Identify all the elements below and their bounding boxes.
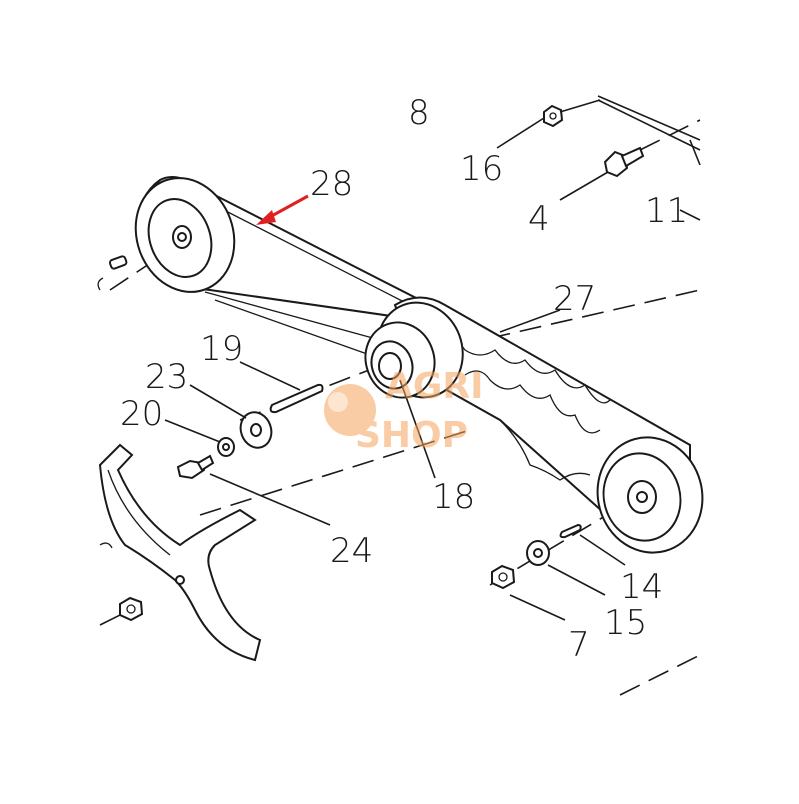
frame-edge (597, 95, 701, 166)
callout-7: 7 (568, 625, 590, 665)
callout-19: 19 (200, 329, 243, 369)
highlight-arrow-head (256, 210, 276, 225)
leader-line (559, 99, 601, 113)
belt-guide-bracket (98, 443, 262, 662)
callout-11: 11 (645, 191, 688, 231)
center-line (99, 609, 131, 626)
nut-16 (543, 104, 564, 128)
leader-line (209, 473, 331, 526)
middle-pulley-18 (364, 301, 464, 399)
leader-line (239, 361, 301, 391)
callout-16: 16 (460, 149, 503, 189)
callout-14: 14 (620, 567, 663, 607)
leader-line (559, 171, 609, 201)
callout-18: 18 (432, 477, 475, 517)
leader-lines (164, 99, 701, 621)
callout-24: 24 (330, 531, 373, 571)
callout-8: 8 (408, 93, 430, 133)
watermark-text-line1: AGRI (385, 366, 484, 407)
center-line (619, 654, 701, 696)
leader-line (499, 309, 561, 333)
watermark-text-line2: SHOP (355, 415, 468, 456)
center-line (199, 429, 471, 516)
washer-15 (526, 540, 550, 566)
leader-line (579, 534, 626, 566)
washer-23 (239, 411, 273, 449)
callout-20: 20 (120, 394, 163, 434)
nut-7 (491, 564, 516, 590)
right-pulley (596, 436, 704, 554)
callout-15: 15 (604, 603, 647, 643)
callout-4: 4 (528, 199, 550, 239)
left-pulley (97, 177, 236, 293)
nut-lower-left (119, 596, 144, 622)
leader-line (509, 594, 566, 621)
washer-20 (217, 437, 235, 457)
watermark: AGRI SHOP (324, 366, 484, 456)
leader-line (164, 419, 221, 443)
bolt-24 (176, 454, 215, 480)
leader-line (399, 379, 436, 479)
callout-labels: 8 16 28 4 11 27 19 23 20 18 24 14 15 7 (120, 93, 688, 665)
leader-line (496, 117, 545, 149)
bolt-4 (603, 146, 645, 178)
leader-line (679, 209, 701, 221)
callout-23: 23 (145, 357, 188, 397)
highlight-arrow (256, 194, 309, 225)
callout-27: 27 (553, 279, 596, 319)
leader-line (189, 384, 247, 419)
highlight-arrow-shaft (267, 194, 309, 220)
leader-line (547, 564, 606, 596)
key-14 (559, 523, 582, 539)
callout-28: 28 (310, 164, 353, 204)
key-19 (269, 383, 324, 414)
